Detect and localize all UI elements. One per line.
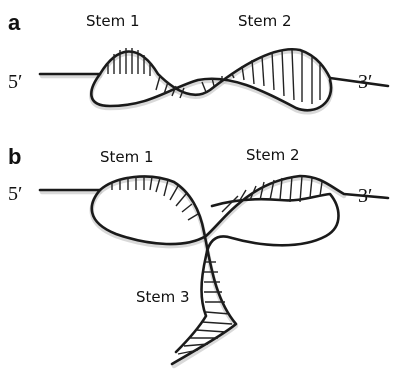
panel-b-stem-3-label: Stem 3 (136, 288, 190, 306)
panel-a-five-prime-label: 5′ (8, 71, 22, 93)
panel-a-stem-1-label: Stem 1 (86, 12, 140, 30)
panel-a: a Stem 1 Stem 2 5′ 3′ (8, 10, 388, 112)
panel-a-letter: a (8, 10, 21, 35)
panel-a-stem-2-label: Stem 2 (238, 12, 292, 30)
panel-b: b Stem 1 Stem 2 Stem 3 5′ 3′ (8, 144, 388, 366)
panel-b-strand-upper (40, 176, 236, 364)
panel-b-five-prime-label: 5′ (8, 183, 22, 205)
panel-b-stem-1-label: Stem 1 (100, 148, 154, 166)
panel-b-stem-2-label: Stem 2 (246, 146, 300, 164)
panel-b-letter: b (8, 144, 21, 169)
